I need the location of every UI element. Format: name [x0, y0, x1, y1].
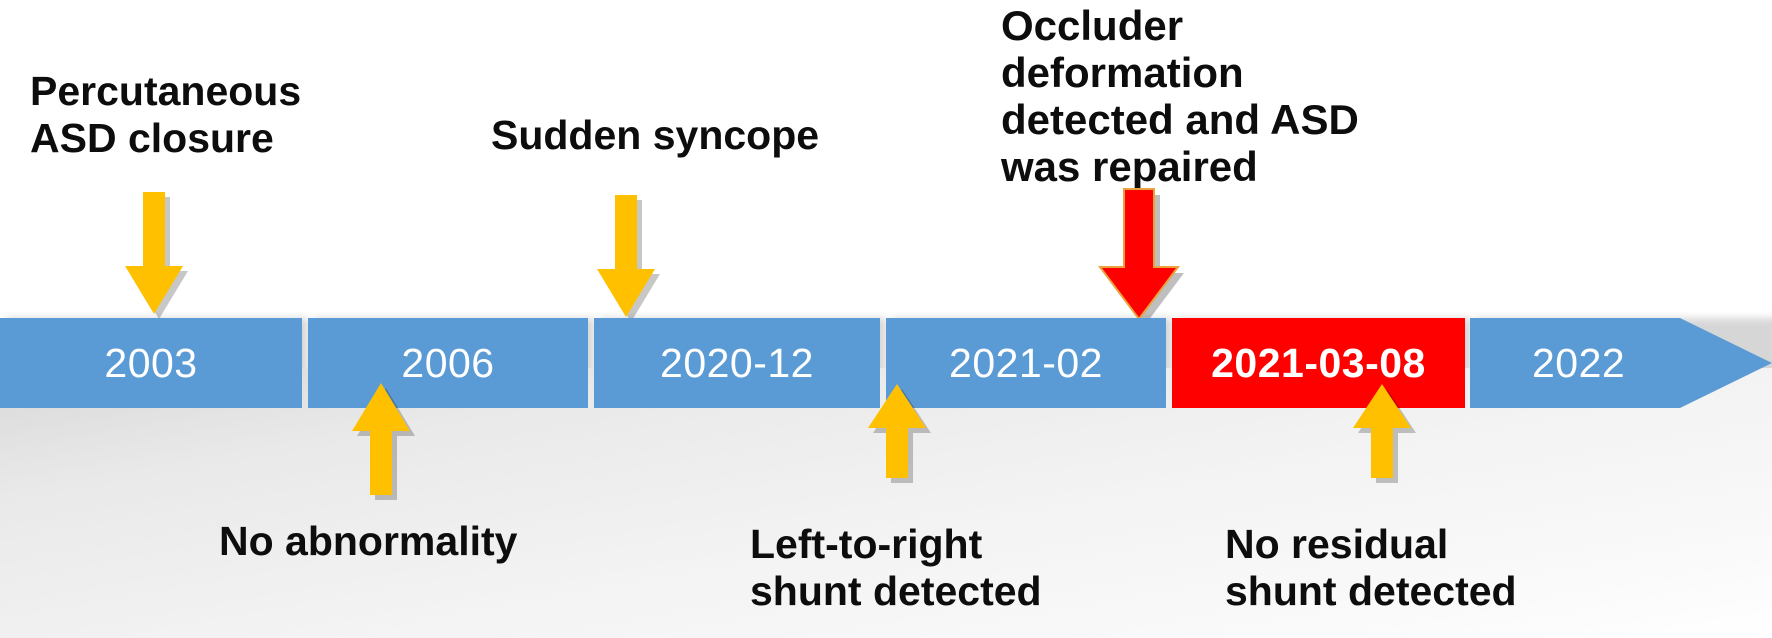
- up-arrow-yellow-2022: [1351, 382, 1416, 483]
- callout-no-residual-shunt-label: No residual shunt detected: [1225, 521, 1517, 614]
- down-arrow-red-2021-03-08: [1098, 187, 1184, 327]
- timeline-segment-2003[interactable]: 2003: [0, 318, 302, 408]
- up-arrow-yellow-2006: [350, 381, 415, 500]
- timeline-segment-2020-12[interactable]: 2020-12: [594, 318, 880, 408]
- up-arrow-yellow-2021-02: [866, 382, 931, 483]
- down-arrow-yellow-2020-12: [595, 193, 660, 322]
- callout-percutaneous-asd-closure-label: Percutaneous ASD closure: [30, 68, 302, 161]
- callout-occluder-deformation-label: Occluder deformation detected and ASD wa…: [1001, 2, 1359, 190]
- callout-no-abnormality-label: No abnormality: [219, 518, 518, 564]
- timeline-segment-2021-03-08[interactable]: 2021-03-08: [1172, 318, 1465, 408]
- callout-sudden-syncope-label: Sudden syncope: [491, 112, 820, 158]
- timeline-segment-2022[interactable]: 2022: [1470, 318, 1772, 408]
- timeline-segment-2021-02[interactable]: 2021-02: [886, 318, 1166, 408]
- timeline-bar: 2003 2006 2020-12 2021-02 2021-03-08 202…: [0, 318, 1772, 408]
- callout-left-to-right-shunt-label: Left-to-right shunt detected: [750, 521, 1042, 614]
- timeline-segment-2006[interactable]: 2006: [308, 318, 588, 408]
- down-arrow-yellow-2003: [123, 190, 188, 319]
